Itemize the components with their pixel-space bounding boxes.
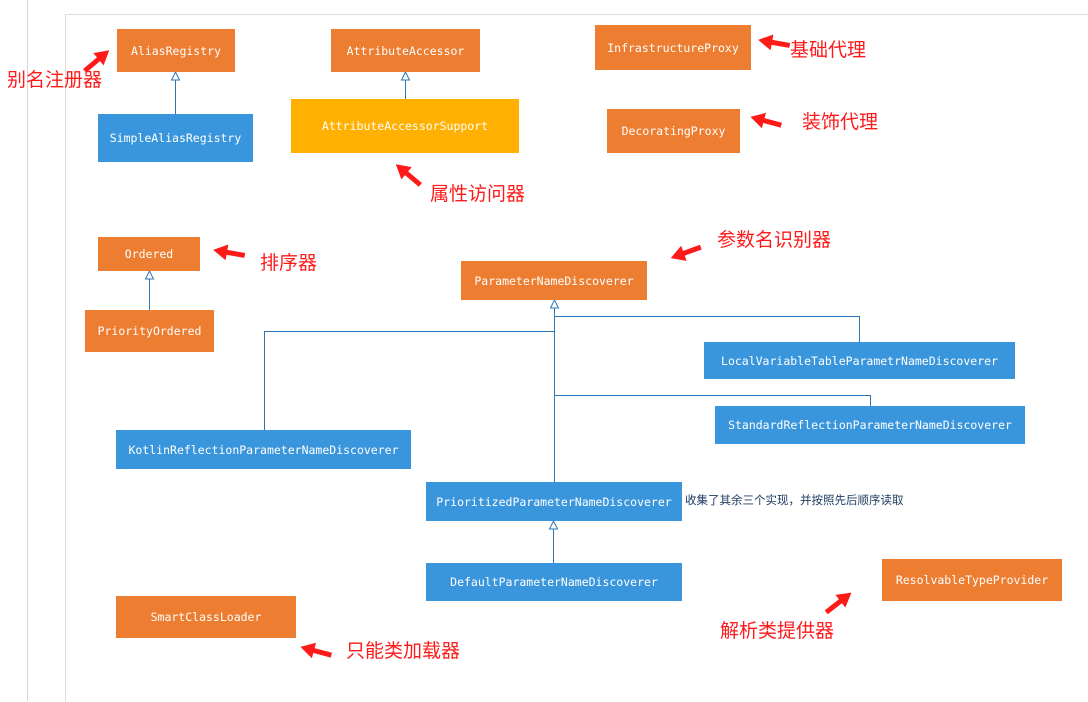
annotation-infrastructure-proxy: 基础代理 — [790, 39, 867, 61]
prioritized-discoverer-box[interactable]: PrioritizedParameterNameDiscoverer — [426, 482, 682, 521]
arrow-resolvable-type-provider — [824, 592, 852, 615]
decorating-proxy-box[interactable]: DecoratingProxy — [607, 109, 740, 153]
arrowhead-ordered — [144, 269, 155, 280]
connector-local-variable — [554, 316, 860, 342]
kotlin-reflection-discoverer-box[interactable]: KotlinReflectionParameterNameDiscoverer — [116, 430, 411, 469]
frame-left-border — [27, 0, 28, 701]
ordered-box[interactable]: Ordered — [98, 237, 200, 271]
annotation-resolvable-type-provider: 解析类提供器 — [720, 620, 835, 642]
arrow-smart-class-loader — [300, 642, 332, 659]
diagram-canvas — [65, 14, 1088, 702]
arrow-alias-registry — [83, 50, 110, 73]
arrowhead-attr — [400, 70, 411, 81]
default-discoverer-box[interactable]: DefaultParameterNameDiscoverer — [426, 563, 682, 601]
annotation-ordered: 排序器 — [260, 252, 318, 274]
annotation-attribute-accessor: 属性访问器 — [430, 183, 526, 205]
connector-kotlin — [264, 331, 555, 430]
arrow-attribute-accessor — [395, 164, 422, 187]
arrow-parameter-name-discoverer — [670, 244, 702, 261]
alias-registry-box[interactable]: AliasRegistry — [117, 29, 235, 72]
parameter-name-discoverer-box[interactable]: ParameterNameDiscoverer — [461, 261, 647, 300]
annotation-decorating-proxy: 装饰代理 — [802, 111, 879, 133]
arrow-decorating-proxy — [750, 112, 782, 129]
annotation-alias-registry: 别名注册器 — [7, 69, 103, 91]
smart-class-loader-box[interactable]: SmartClassLoader — [116, 596, 296, 638]
standard-reflection-discoverer-box[interactable]: StandardReflectionParameterNameDiscovere… — [715, 406, 1025, 444]
attribute-accessor-support-box[interactable]: AttributeAccessorSupport — [291, 99, 519, 153]
local-variable-discoverer-box[interactable]: LocalVariableTableParametrNameDiscoverer — [704, 342, 1015, 379]
annotation-parameter-name-discoverer: 参数名识别器 — [717, 229, 832, 251]
arrow-ordered — [213, 244, 246, 261]
arrowhead-alias — [170, 70, 181, 81]
infrastructure-proxy-box[interactable]: InfrastructureProxy — [595, 25, 751, 70]
arrowhead-discoverer — [549, 298, 560, 309]
arrowhead-prioritized — [548, 519, 559, 530]
arrow-infrastructure-proxy — [758, 34, 791, 51]
attribute-accessor-box[interactable]: AttributeAccessor — [331, 29, 480, 72]
resolvable-type-provider-box[interactable]: ResolvableTypeProvider — [882, 559, 1062, 601]
priority-ordered-box[interactable]: PriorityOrdered — [85, 310, 214, 352]
simple-alias-registry-box[interactable]: SimpleAliasRegistry — [98, 114, 253, 162]
prioritized-discoverer-note: 收集了其余三个实现，并按照先后顺序读取 — [685, 493, 904, 507]
annotation-smart-class-loader: 只能类加载器 — [346, 640, 461, 662]
connector-standard-reflection — [554, 395, 871, 406]
